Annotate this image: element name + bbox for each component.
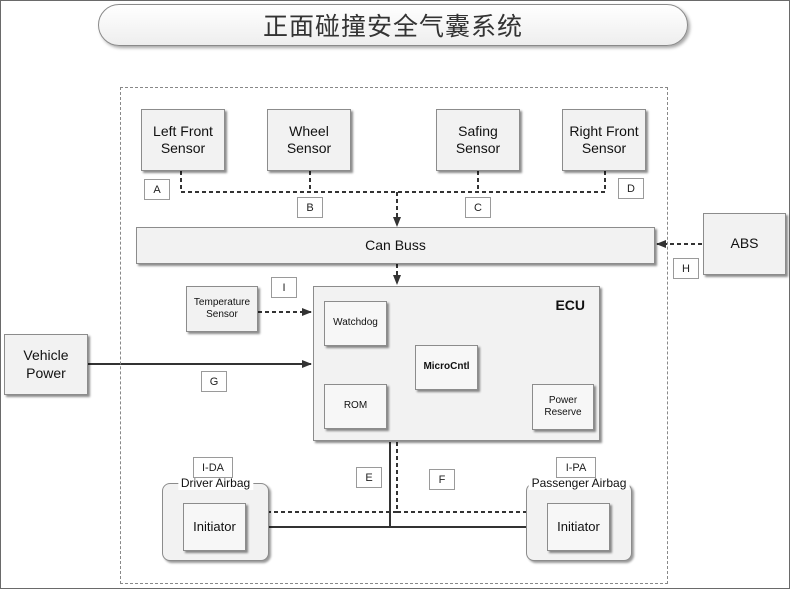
label-c: C xyxy=(465,197,491,218)
power-reserve-block: Power Reserve xyxy=(532,384,594,430)
label-b: B xyxy=(297,197,323,218)
system-boundary xyxy=(120,87,668,584)
driver-initiator: Initiator xyxy=(183,503,246,551)
label-e: E xyxy=(356,467,382,488)
microcntl-block: MicroCntl xyxy=(415,345,478,390)
label-f: F xyxy=(429,469,455,490)
label-ipa: I-PA xyxy=(556,457,596,478)
vehicle-power: Vehicle Power xyxy=(4,334,88,395)
can-buss: Can Buss xyxy=(136,227,655,264)
label-a: A xyxy=(144,179,170,200)
right-front-sensor: Right Front Sensor xyxy=(562,109,646,171)
abs-module: ABS xyxy=(703,213,786,275)
passenger-airbag-title: Passenger Airbag xyxy=(528,476,630,490)
label-d: D xyxy=(618,178,644,199)
watchdog-block: Watchdog xyxy=(324,301,387,346)
label-ida: I-DA xyxy=(193,457,233,478)
wheel-sensor: Wheel Sensor xyxy=(267,109,351,171)
ecu-title: ECU xyxy=(555,297,585,313)
label-i: I xyxy=(271,277,297,298)
left-front-sensor: Left Front Sensor xyxy=(141,109,225,171)
sensor-bus-line xyxy=(180,171,606,193)
diagram-title: 正面碰撞安全气囊系统 xyxy=(98,4,688,46)
passenger-initiator: Initiator xyxy=(547,503,610,551)
safing-sensor: Safing Sensor xyxy=(436,109,520,171)
temperature-sensor: Temperature Sensor xyxy=(186,286,258,332)
driver-airbag-title: Driver Airbag xyxy=(177,476,254,490)
label-g: G xyxy=(201,371,227,392)
label-h: H xyxy=(673,258,699,279)
rom-block: ROM xyxy=(324,384,387,429)
